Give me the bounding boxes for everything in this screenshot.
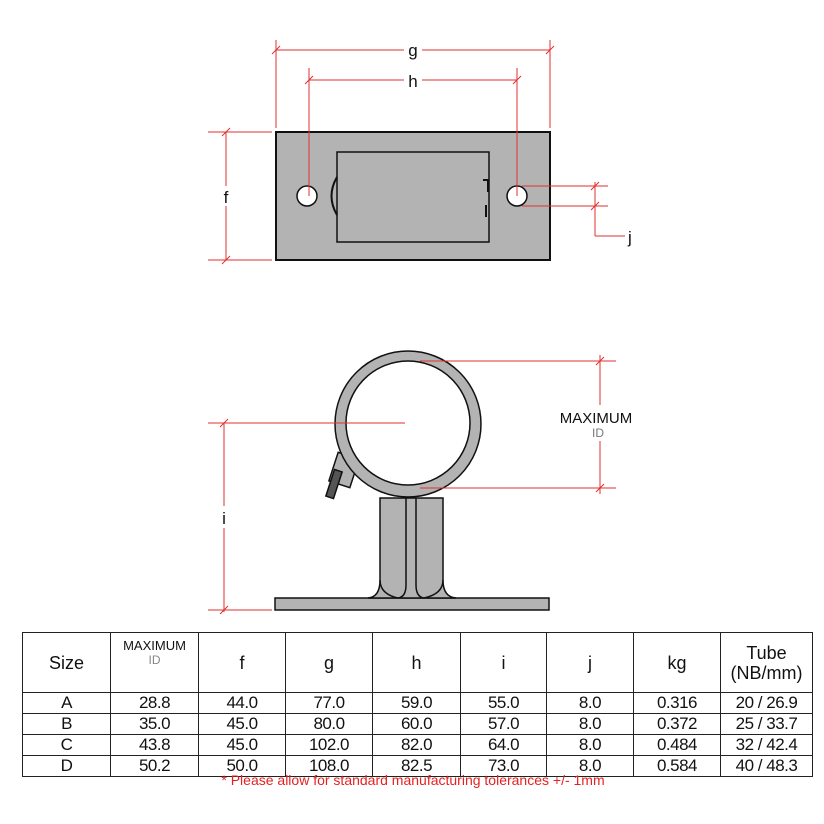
table-cell: 55.0 (460, 692, 547, 714)
table-cell: 0.316 (633, 692, 721, 714)
max-id-label: MAXIMUM (560, 410, 633, 427)
col-max-id-bottom: ID (148, 653, 161, 667)
col-tube-top: Tube (746, 642, 787, 663)
table-cell: 0.584 (633, 755, 721, 777)
table-cell: 44.0 (198, 692, 286, 714)
table-cell: C (22, 734, 111, 756)
col-f: f (198, 632, 286, 693)
table-cell: A (22, 692, 111, 714)
col-h: h (372, 632, 461, 693)
col-kg: kg (633, 632, 721, 693)
tolerance-footnote: * Please allow for standard manufacturin… (221, 772, 605, 788)
table-cell: 60.0 (372, 713, 461, 735)
table-cell: 35.0 (110, 713, 199, 735)
technical-drawing: g h f j MAXIMUM ID i (208, 40, 633, 615)
table-cell: 77.0 (285, 692, 373, 714)
table-cell: 82.5 (372, 755, 461, 777)
table-cell: 8.0 (546, 755, 634, 777)
table-cell: 82.0 (372, 734, 461, 756)
table-cell: 43.8 (110, 734, 199, 756)
col-j: j (546, 632, 634, 693)
top-view-plate (275, 131, 551, 261)
col-i: i (460, 632, 547, 693)
dim-label-j: j (627, 228, 632, 247)
table-cell: 20 / 26.9 (720, 692, 813, 714)
dim-label-f: f (224, 188, 229, 207)
col-tube-bottom: (NB/mm) (730, 662, 803, 683)
table-cell: 28.8 (110, 692, 199, 714)
table-cell: 73.0 (460, 755, 547, 777)
table-cell: 32 / 42.4 (720, 734, 813, 756)
dimension-lines-top (208, 40, 625, 265)
col-g: g (285, 632, 373, 693)
table-cell: 45.0 (198, 734, 286, 756)
table-cell: D (22, 755, 111, 777)
table-cell: 64.0 (460, 734, 547, 756)
table-cell: 25 / 33.7 (720, 713, 813, 735)
table-cell: 50.2 (110, 755, 199, 777)
table-cell: 80.0 (285, 713, 373, 735)
col-tube: Tube(NB/mm) (720, 632, 813, 693)
table-cell: 59.0 (372, 692, 461, 714)
dim-label-i: i (222, 509, 226, 528)
table-cell: 108.0 (285, 755, 373, 777)
table-cell: 57.0 (460, 713, 547, 735)
mounting-hole-left (296, 185, 318, 207)
table-cell: B (22, 713, 111, 735)
table-cell: 102.0 (285, 734, 373, 756)
table-cell: 8.0 (546, 692, 634, 714)
max-id-sublabel: ID (592, 426, 604, 440)
dim-label-h: h (408, 72, 417, 91)
col-max-id-top: MAXIMUM (123, 638, 186, 653)
table-cell: 45.0 (198, 713, 286, 735)
table-cell: 8.0 (546, 713, 634, 735)
table-cell: 0.484 (633, 734, 721, 756)
table-cell: 40 / 48.3 (720, 755, 813, 777)
dim-label-g: g (408, 41, 417, 60)
table-cell: 50.0 (198, 755, 286, 777)
table-cell: 8.0 (546, 734, 634, 756)
table-cell: 0.372 (633, 713, 721, 735)
side-view-fitting (274, 350, 550, 611)
col-size: Size (22, 632, 111, 693)
